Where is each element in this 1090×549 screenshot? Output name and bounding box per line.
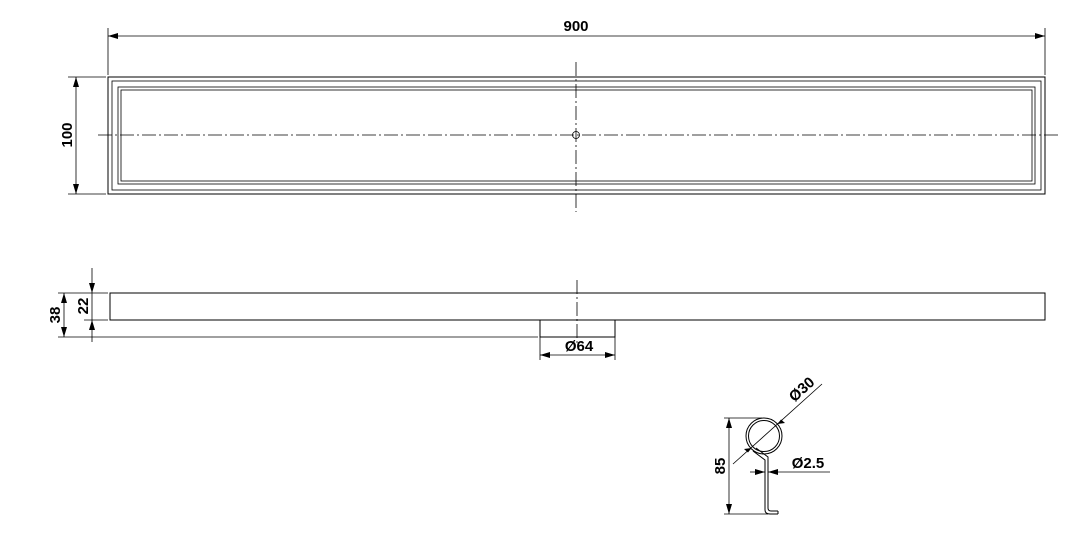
- center-hole: [572, 131, 580, 139]
- ring-diameter-label: Ø30: [786, 374, 818, 406]
- hook-ring-inner: [748, 420, 780, 452]
- ring-diameter-arrow-low: [744, 448, 752, 453]
- top-view: 900 100: [59, 18, 1058, 212]
- hook-stem-outer: [752, 450, 778, 515]
- grate-inner-panel: [120, 89, 1033, 182]
- total-height-dimension-label: 38: [47, 307, 64, 324]
- length-dimension-label: 900: [563, 18, 588, 35]
- channel-body: [109, 292, 1046, 321]
- outlet-diameter-label: Ø64: [565, 338, 594, 355]
- hook-stem-inner: [755, 447, 778, 512]
- hook-height-label: 85: [712, 458, 729, 475]
- outlet-spigot: [539, 319, 616, 338]
- grate-outer-outline: [107, 76, 1046, 195]
- body-height-dimension-label: 22: [75, 298, 92, 315]
- wire-diameter-label: Ø2.5: [792, 455, 825, 472]
- ring-diameter-arrow-high: [777, 419, 785, 424]
- side-view: 38 22 Ø64: [47, 268, 1046, 360]
- grate-frame-line: [111, 80, 1042, 191]
- grate-inner-outline: [117, 86, 1036, 185]
- width-dimension-label: 100: [59, 122, 76, 147]
- hook-detail: Ø30 Ø2.5 85: [712, 374, 830, 515]
